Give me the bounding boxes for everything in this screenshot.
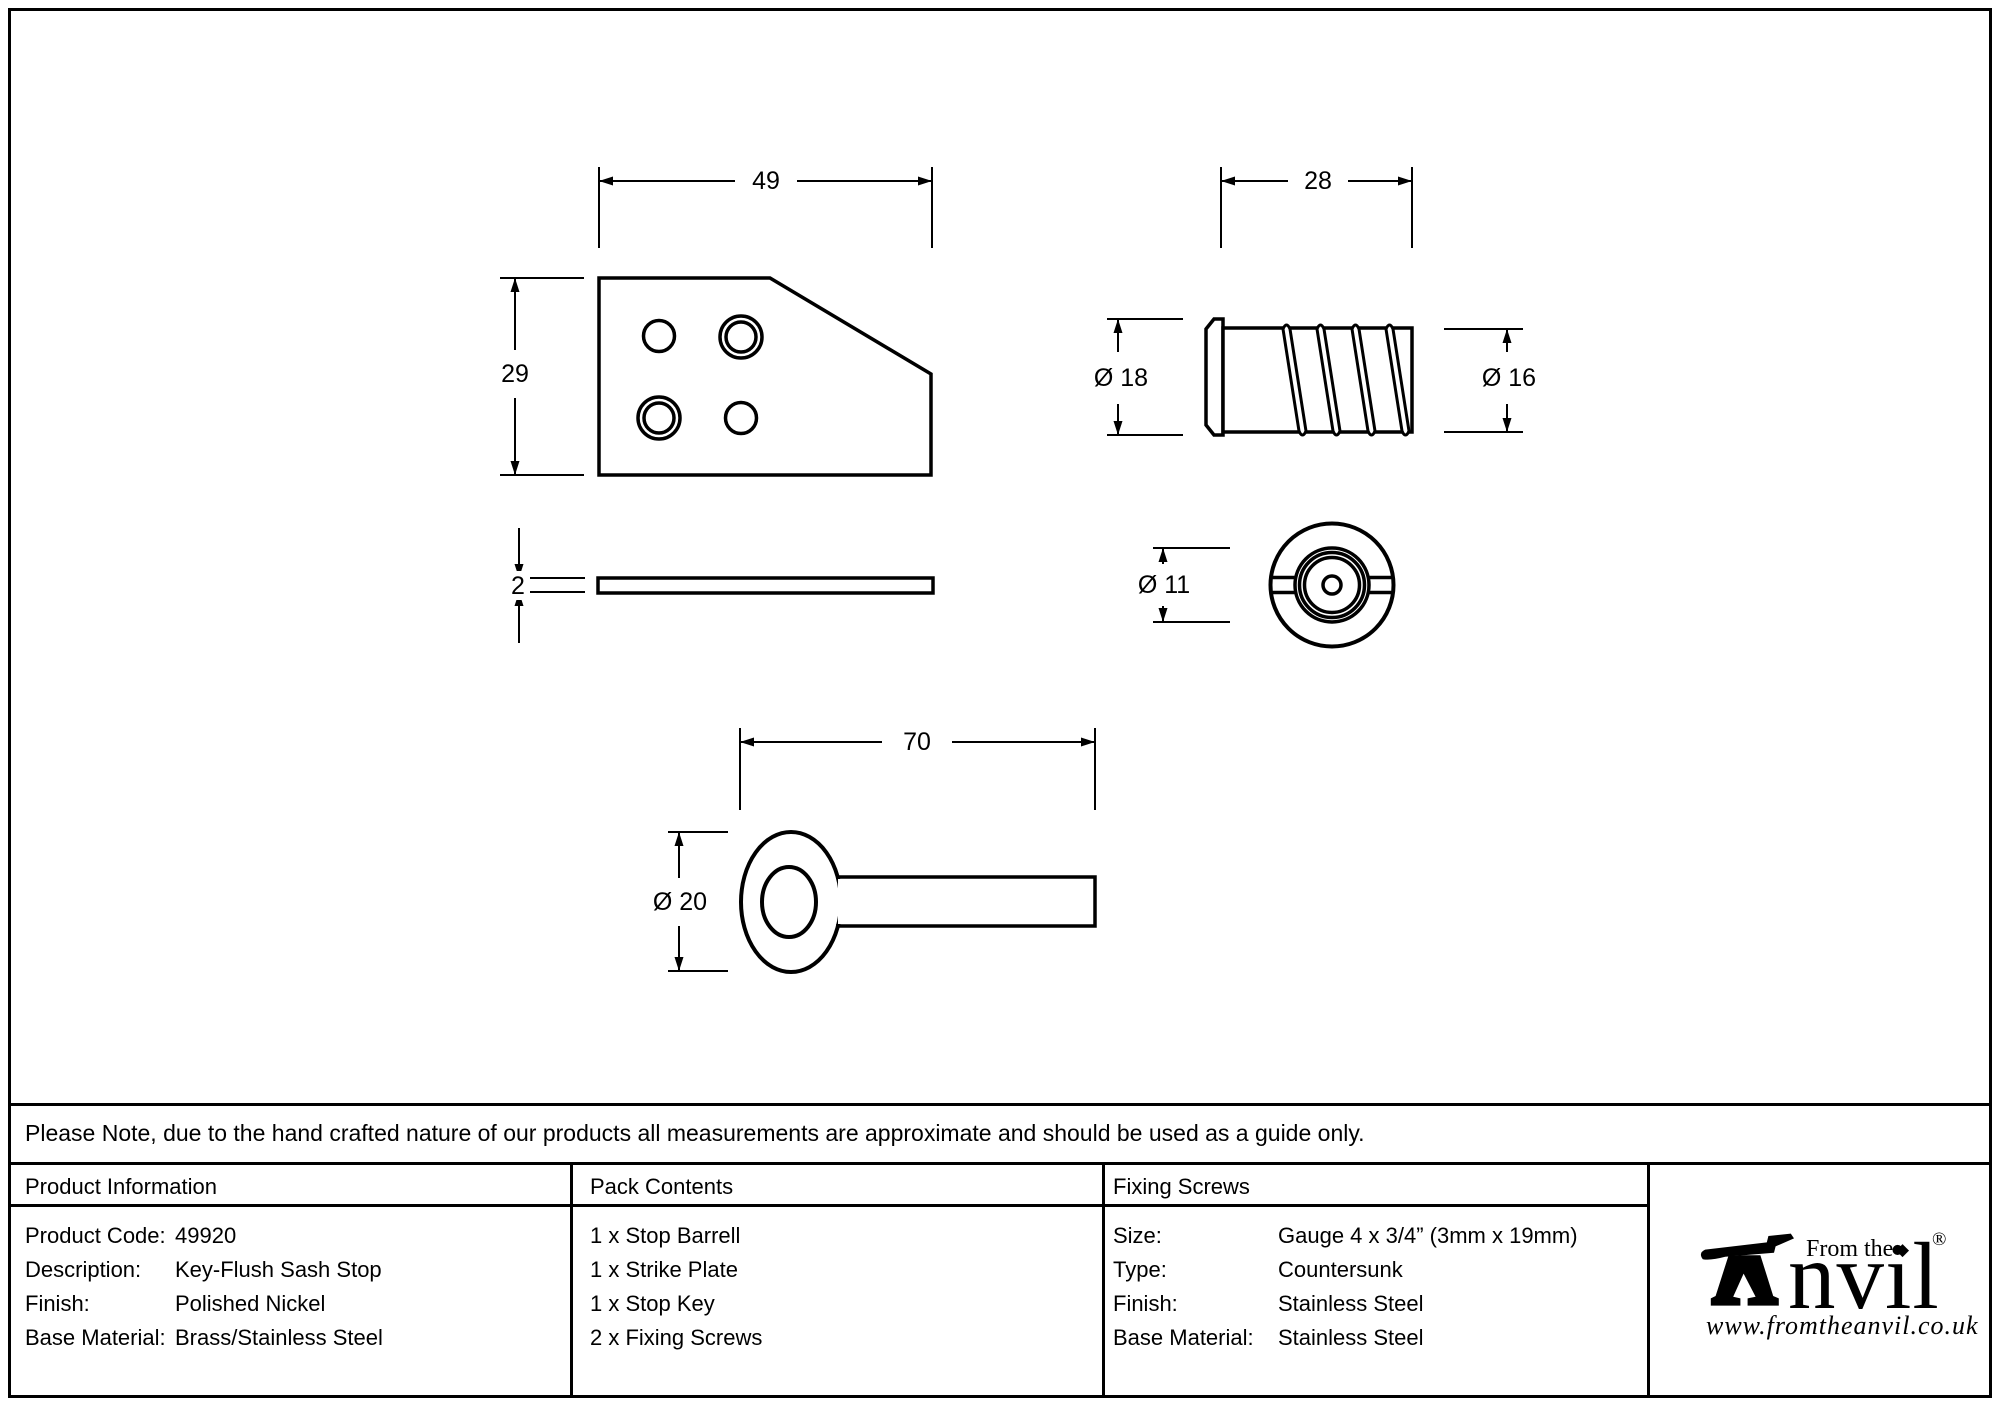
- stop-barrel-side-view: [1204, 317, 1414, 437]
- barrel-face-outer: [1268, 521, 1396, 649]
- fixing-screws-header: Fixing Screws: [1113, 1174, 1250, 1199]
- dim-label-barrel-body-dia: Ø 16: [1482, 364, 1536, 392]
- barrel-threads: [1281, 323, 1411, 437]
- table-row: Product Code: 49920: [25, 1219, 383, 1253]
- dim-label-plate-height: 29: [501, 360, 529, 388]
- strike-plate-outline: [597, 276, 933, 477]
- row-label: Description:: [25, 1257, 142, 1282]
- key-bow-hole: [760, 865, 818, 939]
- table-row: Size: Gauge 4 x 3/4” (3mm x 19mm): [1113, 1219, 1578, 1253]
- plate-hole: [724, 320, 758, 354]
- anvil-icon: [1700, 1233, 1794, 1306]
- dim-label-barrel-length: 28: [1304, 167, 1332, 195]
- screw-base-material-value: Stainless Steel: [1278, 1325, 1424, 1350]
- note-bar: Please Note, due to the hand crafted nat…: [8, 1103, 1992, 1162]
- strike-plate-front-view: [597, 276, 933, 477]
- dim-label-key-bow-dia: Ø 20: [653, 888, 707, 916]
- dim-label-barrel-face-dia: Ø 11: [1138, 571, 1190, 599]
- column-divider: [570, 1165, 573, 1398]
- screw-type-value: Countersunk: [1278, 1257, 1403, 1282]
- dim-plate-height: [500, 277, 584, 476]
- header-divider: [8, 1204, 1647, 1207]
- product-information-body: Product Code: 49920 Description: Key-Flu…: [25, 1219, 383, 1355]
- dim-key-length: [739, 728, 1096, 810]
- row-label: Finish:: [25, 1291, 90, 1316]
- pack-contents-body: 1 x Stop Barrell 1 x Strike Plate 1 x St…: [590, 1219, 762, 1355]
- row-label: Base Material:: [25, 1325, 166, 1350]
- info-table: Product Information Pack Contents Fixing…: [8, 1162, 1992, 1398]
- row-label: Size:: [1113, 1223, 1162, 1248]
- row-label: Base Material:: [1113, 1325, 1254, 1350]
- dim-plate-width: [598, 167, 933, 248]
- screw-size-value: Gauge 4 x 3/4” (3mm x 19mm): [1278, 1223, 1578, 1248]
- logo-url: www.fromtheanvil.co.uk: [1706, 1311, 1979, 1340]
- dim-label-plate-thickness: 2: [511, 572, 525, 600]
- plate-hole-ring: [636, 395, 682, 441]
- strike-plate-edge-outline: [596, 576, 935, 595]
- dim-label-barrel-flange-dia: Ø 18: [1094, 364, 1148, 392]
- plate-hole: [642, 401, 676, 435]
- key-shaft-outline: [836, 875, 1097, 928]
- list-item: 1 x Stop Barrell: [590, 1223, 741, 1248]
- barrel-face-ring: [1293, 546, 1371, 624]
- base-material-value: Brass/Stainless Steel: [175, 1325, 383, 1350]
- diamond-icon: ◆: [1896, 1240, 1910, 1259]
- brand-logo: From the nvil ◆ ® www.fromtheanvil.co.uk: [1650, 1165, 1992, 1398]
- column-divider: [1647, 1165, 1650, 1398]
- row-label: Finish:: [1113, 1291, 1178, 1316]
- strike-plate-side-view: [596, 576, 935, 595]
- barrel-body: [1221, 326, 1414, 434]
- technical-drawing: 49 29 2 28 Ø 18 Ø 16: [500, 167, 1536, 974]
- registered-mark: ®: [1932, 1229, 1947, 1250]
- pack-contents-header: Pack Contents: [590, 1174, 734, 1199]
- barrel-face-slot: [1271, 575, 1393, 595]
- table-row: Finish: Polished Nickel: [25, 1287, 383, 1321]
- dim-barrel-flange-dia: [1107, 318, 1183, 436]
- table-row: Finish: Stainless Steel: [1113, 1287, 1578, 1321]
- dim-label-plate-width: 49: [752, 167, 780, 195]
- list-item: 1 x Stop Key: [590, 1291, 715, 1316]
- table-row: Description: Key-Flush Sash Stop: [25, 1253, 383, 1287]
- dim-label-backing: [507, 571, 530, 600]
- stop-key-view: [739, 830, 1097, 974]
- logo-wordmark: nvil: [1788, 1223, 1940, 1329]
- screw-finish-value: Stainless Steel: [1278, 1291, 1424, 1316]
- finish-value: Polished Nickel: [175, 1291, 326, 1316]
- stop-barrel-face-view: [1268, 521, 1396, 649]
- list-item: 1 x Strike Plate: [590, 1257, 738, 1282]
- table-row: Base Material: Stainless Steel: [1113, 1321, 1578, 1355]
- table-row: Base Material: Brass/Stainless Steel: [25, 1321, 383, 1355]
- row-label: Product Code:: [25, 1223, 166, 1248]
- row-label: Type:: [1113, 1257, 1167, 1282]
- column-divider: [1102, 1165, 1105, 1398]
- product-information-header: Product Information: [25, 1174, 217, 1199]
- barrel-face-ring: [1297, 550, 1367, 620]
- plate-hole-ring: [718, 314, 764, 360]
- list-item: 2 x Fixing Screws: [590, 1325, 763, 1350]
- dim-key-bow-dia: [668, 831, 728, 972]
- dim-barrel-length: [1220, 167, 1413, 248]
- dim-barrel-body-dia: [1444, 328, 1523, 433]
- dim-label-key-length: 70: [903, 728, 931, 756]
- plate-hole: [723, 400, 759, 436]
- barrel-face-ring: [1302, 555, 1362, 615]
- dim-barrel-face-dia: [1153, 547, 1230, 623]
- barrel-flange: [1204, 317, 1225, 437]
- note-text: Please Note, due to the hand crafted nat…: [25, 1120, 1365, 1146]
- logo-tagline: From the: [1806, 1236, 1894, 1262]
- fixing-screws-body: Size: Gauge 4 x 3/4” (3mm x 19mm) Type: …: [1113, 1219, 1578, 1355]
- barrel-face-center-hole: [1321, 574, 1343, 596]
- table-row: Type: Countersunk: [1113, 1253, 1578, 1287]
- description-value: Key-Flush Sash Stop: [175, 1257, 382, 1282]
- product-code-value: 49920: [175, 1223, 237, 1248]
- plate-hole: [641, 318, 677, 354]
- key-shaft-fill: [838, 879, 1093, 924]
